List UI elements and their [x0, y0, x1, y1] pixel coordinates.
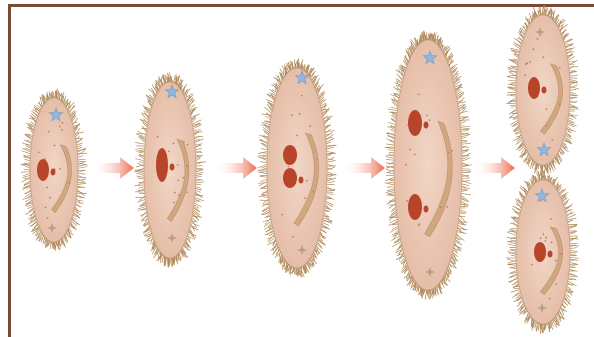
stage-4-cell-macronucleus-1 — [408, 110, 422, 136]
progression-arrow-4 — [473, 157, 515, 179]
stage-1-cell-micronucleus-1 — [51, 169, 56, 176]
stage-5-daughter-top-macronucleus-1 — [528, 77, 540, 99]
stage-1-cell — [21, 89, 87, 251]
stage-3-cell-macronucleus-2 — [283, 168, 297, 188]
progression-arrow-1 — [92, 157, 134, 179]
stage-5-daughter-bottom-macronucleus-1 — [534, 242, 546, 262]
stage-5-daughter-bottom-micronucleus-1 — [548, 251, 553, 258]
stage-2-cell — [135, 72, 206, 267]
progression-arrow-3 — [343, 157, 385, 179]
stage-5-daughter-top — [507, 5, 579, 174]
stage-2-cell-macronucleus-1 — [156, 148, 168, 182]
progression-arrow-2 — [215, 157, 257, 179]
stage-4-cell — [385, 31, 472, 299]
stage-3-cell-macronucleus-1 — [283, 145, 297, 165]
stage-4-cell-macronucleus-2 — [408, 194, 422, 220]
stage-3-cell-micronucleus-2 — [299, 177, 304, 184]
stage-4-cell-micronucleus-2 — [424, 206, 429, 213]
stage-5-daughter-top-micronucleus-1 — [542, 87, 547, 94]
stage-4-cell-micronucleus-1 — [424, 122, 429, 129]
stage-5-daughter-bottom — [507, 171, 579, 334]
stage-2-cell-micronucleus-1 — [170, 164, 175, 171]
stage-3-cell — [257, 59, 336, 277]
stage-1-cell-macronucleus-1 — [37, 159, 49, 181]
